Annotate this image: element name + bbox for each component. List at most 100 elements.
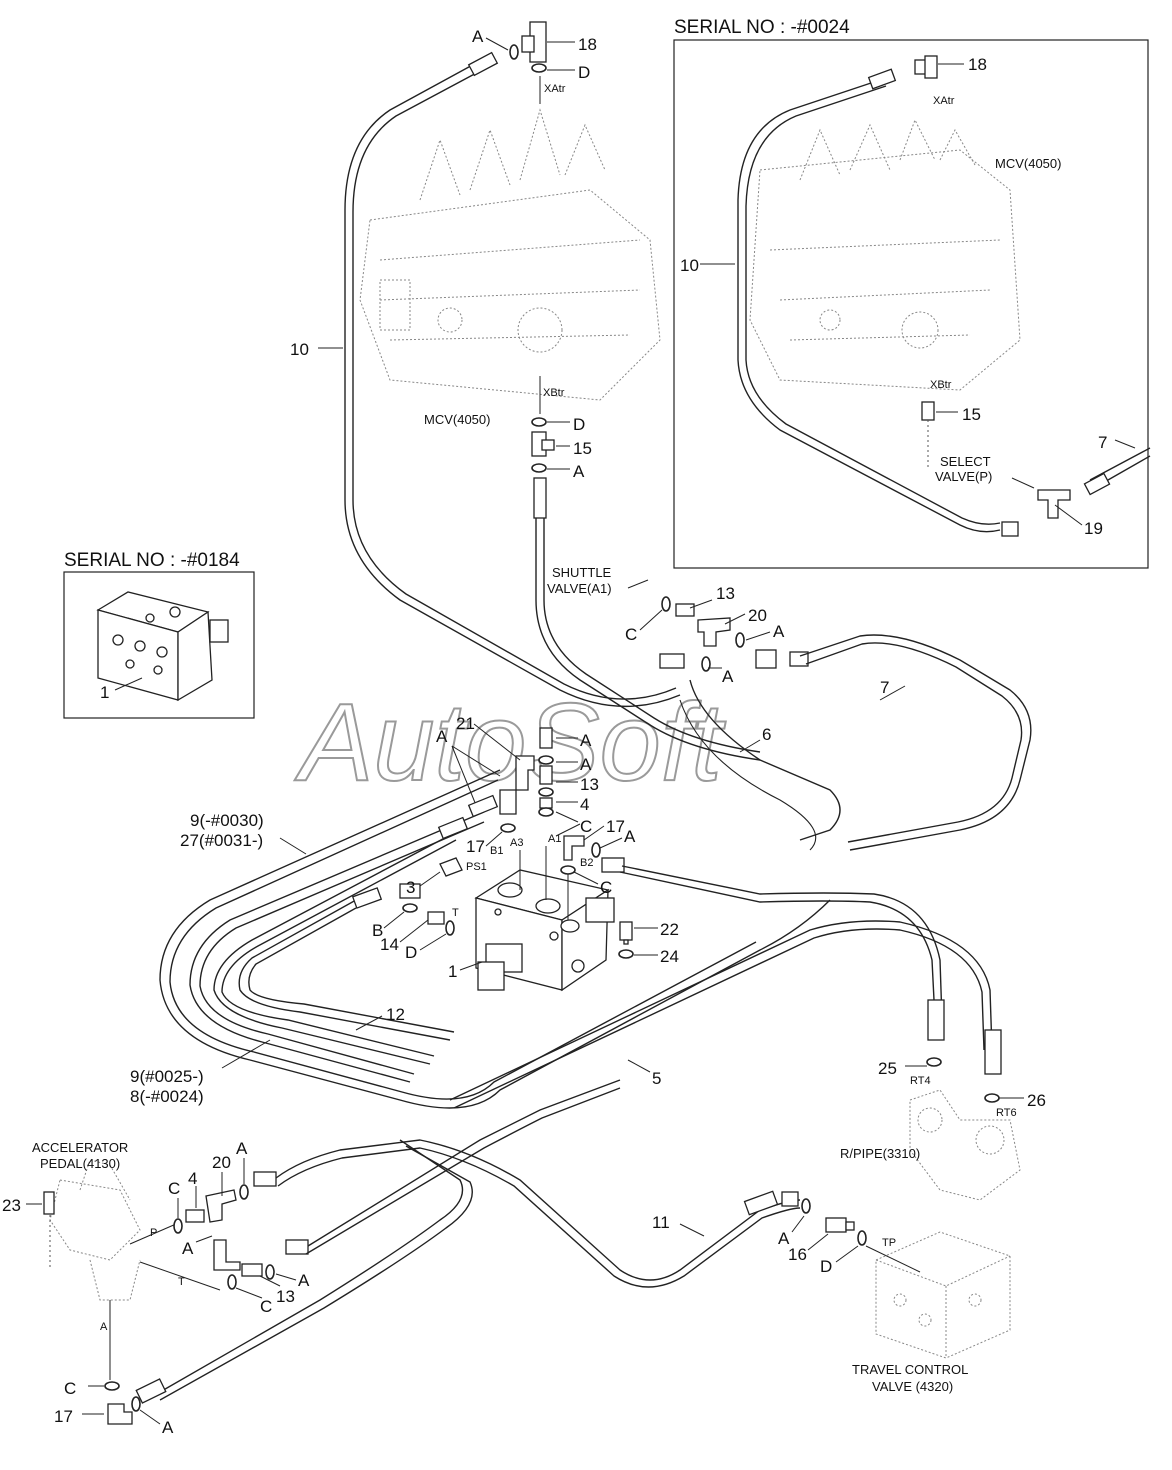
shuttle-valve-label-1: SHUTTLE [552, 565, 612, 580]
label-a-top: A [580, 731, 592, 750]
label-c-right: C [600, 878, 612, 897]
label-d-14: D [405, 943, 417, 962]
callout-24: 24 [660, 947, 679, 966]
main-mcv-label: MCV(4050) [424, 412, 490, 427]
main-port-xatr: XAtr [544, 83, 566, 95]
callout-4-block: 4 [580, 795, 589, 814]
inset-fitting-15 [921, 401, 935, 470]
label-a-bottom: A [162, 1418, 174, 1437]
callout-17-bottom: 17 [54, 1407, 73, 1426]
inset-callout-19: 19 [1084, 519, 1103, 538]
shuttle-valve-label-2: VALVE(A1) [547, 581, 612, 596]
port-a-pedal: A [100, 1321, 108, 1333]
pedal-fittings [173, 1171, 309, 1290]
watermark: AutoSoft [294, 681, 726, 804]
label-a-18: A [472, 27, 484, 46]
main-port-xbtr: XBtr [543, 387, 565, 399]
label-a-20-bottom: A [722, 667, 734, 686]
port-ps1: PS1 [466, 861, 487, 873]
callout-23: 23 [2, 1196, 21, 1215]
callout-9a: 9(-#0030) [190, 811, 264, 830]
port-tp: TP [882, 1237, 896, 1249]
label-a-pedal-bottom: A [298, 1271, 310, 1290]
callout-7: 7 [880, 678, 889, 697]
label-a-pedal-top: A [236, 1139, 248, 1158]
port-b1: B1 [490, 845, 503, 857]
bottom-left-fittings [104, 1381, 141, 1425]
callout-13-block: 13 [580, 775, 599, 794]
travel-control-fittings [801, 1198, 867, 1246]
main-mcv-ghost [359, 108, 661, 401]
callout-11: 11 [652, 1213, 670, 1232]
label-c-pedal-bottom: C [260, 1297, 272, 1316]
label-a-15: A [573, 462, 585, 481]
port-a1: A1 [548, 833, 561, 845]
callout-5: 5 [652, 1069, 661, 1088]
label-a-16: A [778, 1229, 790, 1248]
inset-serial-0184-title: SERIAL NO : -#0184 [64, 550, 240, 571]
label-c-block: C [580, 817, 592, 836]
callout-15: 15 [573, 439, 592, 458]
callout-13-top: 13 [716, 584, 735, 603]
port-t-pedal: T [178, 1276, 185, 1288]
port-rt6: RT6 [996, 1107, 1017, 1119]
port-t: T [452, 907, 459, 919]
callout-12: 12 [386, 1005, 405, 1024]
inset-callout-1: 1 [100, 683, 109, 702]
callout-14: 14 [380, 935, 399, 954]
inset-port-xatr: XAtr [933, 95, 955, 107]
callout-9b: 9(#0025-) [130, 1067, 204, 1086]
callout-17-left: 17 [466, 837, 485, 856]
callout-25: 25 [878, 1059, 897, 1078]
main-fitting-15 [531, 417, 555, 473]
callout-26: 26 [1027, 1091, 1046, 1110]
rpipe-label: R/PIPE(3310) [840, 1146, 920, 1161]
callout-21: 21 [456, 714, 475, 733]
callout-27: 27(#0031-) [180, 831, 263, 850]
main-valve-block-1 [474, 869, 615, 992]
inset-select-valve-label-1: SELECT [940, 454, 991, 469]
inset-callout-7: 7 [1098, 433, 1107, 452]
callout-3: 3 [406, 878, 415, 897]
label-c-13-top: C [625, 625, 637, 644]
inset-callout-10: 10 [680, 256, 699, 275]
travel-control-label-2: VALVE (4320) [872, 1379, 953, 1394]
travel-control-label-1: TRAVEL CONTROL [852, 1362, 968, 1377]
label-a-20-top: A [773, 622, 785, 641]
callout-20-pedal: 20 [212, 1153, 231, 1172]
callout-10: 10 [290, 340, 309, 359]
port-b2: B2 [580, 857, 593, 869]
accelerator-pedal-ghost [49, 1159, 141, 1301]
inset-serial-0184: SERIAL NO : -#0184 1 [63, 550, 255, 719]
inset-serial-0024-title: SERIAL NO : -#0024 [674, 17, 850, 38]
label-c-bottom: C [64, 1379, 76, 1398]
callout-20-top: 20 [748, 606, 767, 625]
inset-callout-15: 15 [962, 405, 981, 424]
inset-mcv-label: MCV(4050) [995, 156, 1061, 171]
label-c-pedal: C [168, 1179, 180, 1198]
callout-6: 6 [762, 725, 771, 744]
port-rt4: RT4 [910, 1075, 931, 1087]
inset-select-valve-label-2: VALVE(P) [935, 469, 992, 484]
label-d-15: D [573, 415, 585, 434]
callout-13-pedal: 13 [276, 1287, 295, 1306]
callout-17-right: 17 [606, 817, 625, 836]
block-fittings [399, 727, 634, 959]
inset-callout-18: 18 [968, 55, 987, 74]
callout-22: 22 [660, 920, 679, 939]
callout-1: 1 [448, 962, 457, 981]
label-b: B [372, 921, 383, 940]
label-a-21: A [436, 727, 448, 746]
main-fitting-18 [509, 21, 547, 73]
label-a-right: A [624, 827, 636, 846]
inset-fitting-18 [914, 55, 938, 79]
callout-4-pedal: 4 [188, 1169, 197, 1188]
inset-mcv-ghost [749, 118, 1021, 391]
port-a3: A3 [510, 837, 523, 849]
callout-8: 8(-#0024) [130, 1087, 204, 1106]
inset-block-1 [96, 591, 229, 702]
inset-port-xbtr: XBtr [930, 379, 952, 391]
fitting-cluster-20 [659, 596, 809, 672]
port-p: P [150, 1227, 157, 1239]
